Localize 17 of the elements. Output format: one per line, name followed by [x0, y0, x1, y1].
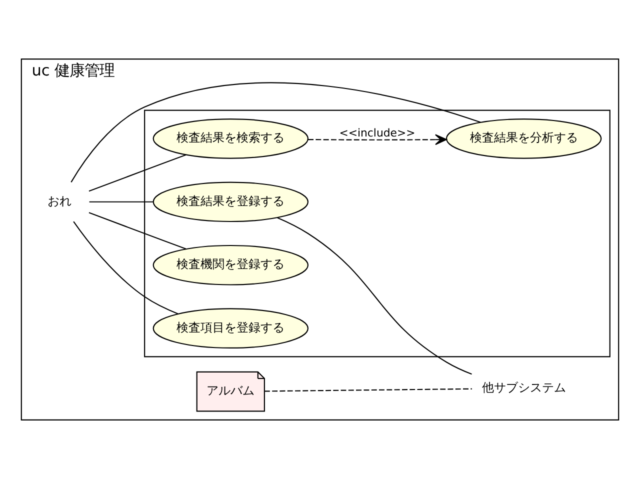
node-ellipse: 検査機関を登録する — [152, 244, 309, 285]
node-text: 他サブシステム — [482, 380, 566, 394]
connector — [88, 212, 186, 249]
node-ellipse: 検査結果を登録する — [152, 181, 309, 222]
connector — [88, 154, 186, 192]
node-ellipse: 検査項目を登録する — [152, 308, 309, 348]
node-ellipse: 検査結果を分析する — [446, 118, 602, 158]
connector — [70, 82, 481, 182]
node-text: おれ — [48, 193, 72, 208]
connector — [264, 388, 472, 392]
arrow — [308, 134, 447, 145]
connector — [277, 216, 472, 374]
connector — [73, 220, 178, 314]
cluster — [144, 109, 610, 357]
connector — [89, 200, 154, 202]
edge-label: <<include>> — [339, 126, 416, 139]
node-ellipse: 検査結果を検索する — [152, 118, 309, 158]
